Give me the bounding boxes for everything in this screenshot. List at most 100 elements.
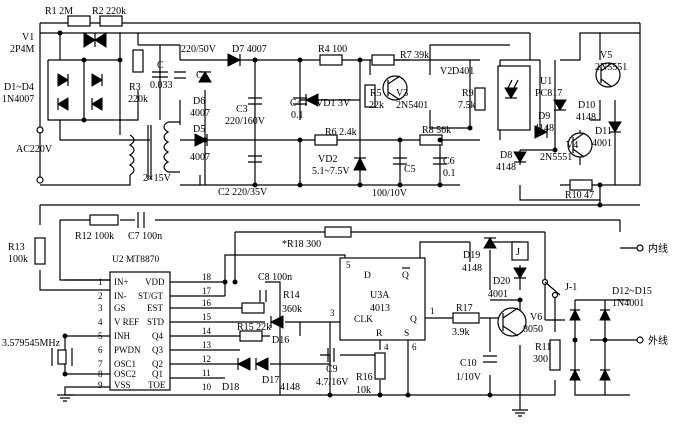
label-r13-value: 100k [8, 254, 28, 265]
label-d12-d15-type: 1N4001 [612, 298, 644, 309]
transistor-v5 [595, 62, 621, 88]
u2-pin-11-name: Q1 [152, 369, 163, 379]
thyristor-v1 [83, 32, 107, 48]
label-j1: J-1 [565, 282, 577, 293]
label-r7: R7 39k [400, 50, 429, 61]
terminal-outer [636, 336, 644, 344]
resistor-r7 [371, 54, 395, 66]
label-r15: R15 22k [237, 322, 271, 333]
label-v5: V5 [600, 50, 612, 61]
terminal-inner [636, 244, 644, 252]
diode-d18 [236, 357, 251, 371]
ic-u3a-4013 [339, 257, 426, 341]
u2-pins: IN+ IN- GS V REF INH PWDN OSC1 OSC2 VSS … [98, 272, 212, 392]
capacitor-c5 [393, 157, 407, 165]
label-d5-type: 4007 [190, 152, 210, 163]
label-crystal: 3.579545MHz [2, 338, 61, 349]
label-d19: D19 [463, 250, 480, 261]
label-d20-type: 4001 [488, 289, 508, 300]
diode-d11 [608, 121, 622, 133]
label-inner-line: 内线 [648, 242, 668, 255]
label-v2: V2 [440, 66, 452, 77]
u2-pin-8-name: OSC2 [114, 369, 136, 379]
diode-d10 [553, 99, 567, 111]
resistor-r12 [89, 214, 119, 226]
label-relay-j: J [516, 247, 520, 258]
u2-pin-16-num: 16 [202, 298, 212, 308]
u2-pin-17-name: ST/GT [138, 291, 164, 301]
transformer [128, 121, 180, 180]
resistor-r10 [569, 179, 593, 191]
label-outer-line: 外线 [648, 334, 668, 347]
label-r3: R3 [129, 82, 141, 93]
u2-pin-9-name: VSS [114, 380, 131, 390]
bridge-d12-d15 [569, 308, 611, 381]
capacitor-c [152, 71, 168, 78]
relay-contact-j1 [541, 278, 561, 299]
terminal-ac-bottom [36, 176, 44, 184]
label-c3-rating: 220/160V [225, 116, 266, 127]
label-r1: R1 2M [45, 6, 73, 17]
label-v4-type: 2N5551 [540, 152, 572, 163]
u2-pin-14-num: 14 [202, 326, 212, 336]
label-c3: C3 [236, 104, 248, 115]
u3a-pin-6-num: 6 [412, 342, 417, 352]
u2-pin-3-num: 3 [98, 303, 103, 313]
relay-coil-j [511, 241, 529, 261]
zener-vd1 [300, 93, 360, 107]
label-c4: C4 [290, 98, 302, 109]
u2-pin-4-num: 4 [98, 317, 103, 327]
component-labels: R1 2M R2 220k V1 2P4M D1~D4 1N4007 R3 22… [2, 6, 668, 396]
u3a-pin-1-num: 1 [430, 306, 435, 316]
label-u3a-type: 4013 [370, 303, 390, 314]
label-d16: D16 [272, 335, 289, 346]
u2-pin-15-num: 15 [202, 312, 212, 322]
label-c6: C6 [443, 156, 455, 167]
u2-pin-2-num: 2 [98, 291, 103, 301]
label-r17-value: 3.9k [452, 327, 470, 338]
resistor-r18 [324, 226, 352, 238]
u2-pin-6-num: 6 [98, 345, 103, 355]
capacitor-c9 [327, 348, 335, 362]
label-d9-type: 4148 [534, 123, 554, 134]
u2-pin-14-name: Q4 [152, 331, 163, 341]
u2-pin-4-name: V REF [114, 317, 139, 327]
diode-d20 [513, 267, 527, 279]
u2-pin-15-name: STD [147, 317, 165, 327]
label-r6: R6 2.4k [325, 127, 357, 138]
label-d7: D7 4007 [232, 44, 267, 55]
u2-pin-6-name: PWDN [114, 345, 141, 355]
label-v6-type: 8050 [523, 324, 543, 335]
label-d17-type: 4148 [280, 382, 300, 393]
u2-pin-18-num: 18 [202, 272, 212, 282]
capacitor-c6 [433, 157, 447, 165]
label-r9: R9 [462, 88, 474, 99]
label-v3-type: 2N5401 [396, 100, 428, 111]
u2-pin-3-name: GS [114, 303, 126, 313]
label-d19-type: 4148 [462, 263, 482, 274]
label-c1-rating: 220/50V [181, 44, 217, 55]
capacitor-c1 [174, 71, 186, 79]
capacitor-c4 [293, 97, 307, 105]
label-r12: R12 100k [75, 231, 114, 242]
label-c6-value: 0.1 [443, 168, 456, 179]
label-u3a: U3A [370, 290, 390, 301]
label-d11: D11 [595, 126, 612, 137]
label-d401: D401 [452, 66, 474, 77]
capacitor-c8 [259, 290, 267, 302]
ground-symbol [512, 409, 528, 417]
label-u2: U2 MT8870 [112, 255, 159, 265]
label-r5-value: 22k [369, 100, 384, 111]
ic-u2-mt8870 [109, 271, 171, 391]
resistor-r11 [549, 339, 561, 371]
resistor-r4 [319, 54, 343, 66]
label-c4-value: 0.1 [291, 110, 304, 121]
resistor-r2 [99, 15, 123, 27]
component-shapes [34, 15, 644, 417]
junction-dots [57, 30, 608, 398]
label-r16-value: 10k [356, 385, 371, 396]
label-d6: D6 [193, 96, 205, 107]
diode-d16 [269, 315, 284, 329]
label-r13: R13 [8, 242, 25, 253]
resistor-r1 [67, 15, 91, 27]
